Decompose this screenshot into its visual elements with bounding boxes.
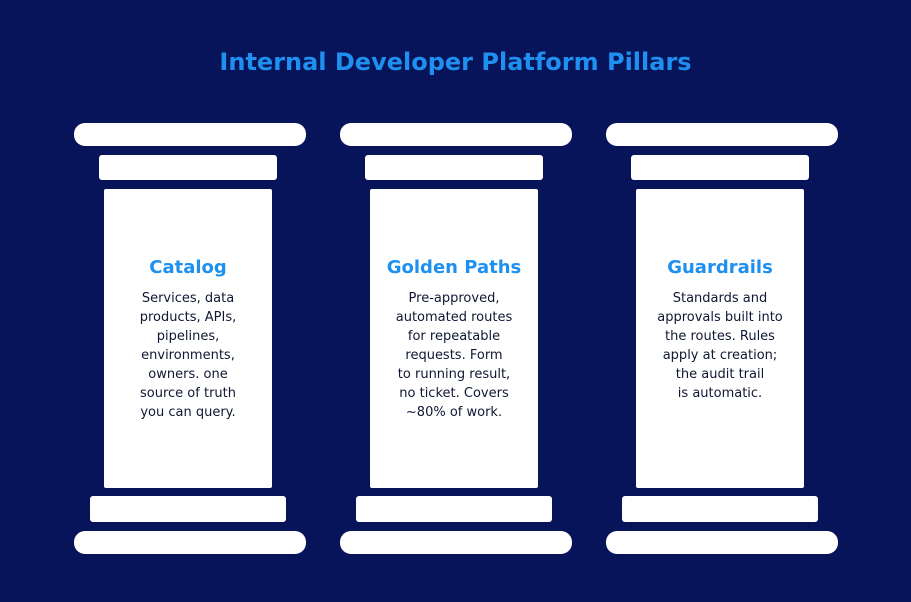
pillar-capital-top (606, 123, 838, 146)
pillar-capital-bottom (631, 155, 809, 180)
pillar-title: Guardrails (667, 257, 773, 278)
pillar-capital-bottom (365, 155, 543, 180)
pillar-guardrails: Guardrails Standards and approvals built… (606, 0, 838, 602)
pillar-description: Pre-approved, automated routes for repea… (395, 291, 513, 420)
pillar-base-bottom (74, 531, 306, 554)
pillar-description: Standards and approvals built into the r… (657, 291, 783, 401)
pillar-base-bottom (340, 531, 572, 554)
pillar-base-top (622, 496, 818, 522)
pillar-shaft: Golden Paths Pre-approved, automated rou… (370, 189, 538, 488)
pillar-title: Catalog (149, 257, 227, 278)
pillar-capital-bottom (99, 155, 277, 180)
diagram-title: Internal Developer Platform Pillars (219, 48, 692, 76)
pillar-shaft: Guardrails Standards and approvals built… (636, 189, 804, 488)
pillar-base-top (356, 496, 552, 522)
pillar-title: Golden Paths (386, 257, 522, 278)
pillar-description: Services, data products, APIs, pipelines… (139, 291, 237, 420)
pillar-capital-top (74, 123, 306, 146)
pillar-base-bottom (606, 531, 838, 554)
pillar-golden-paths: Golden Paths Pre-approved, automated rou… (340, 0, 572, 602)
pillar-base-top (90, 496, 286, 522)
pillar-catalog: Catalog Services, data products, APIs, p… (74, 0, 306, 602)
pillar-capital-top (340, 123, 572, 146)
pillar-shaft: Catalog Services, data products, APIs, p… (104, 189, 272, 488)
